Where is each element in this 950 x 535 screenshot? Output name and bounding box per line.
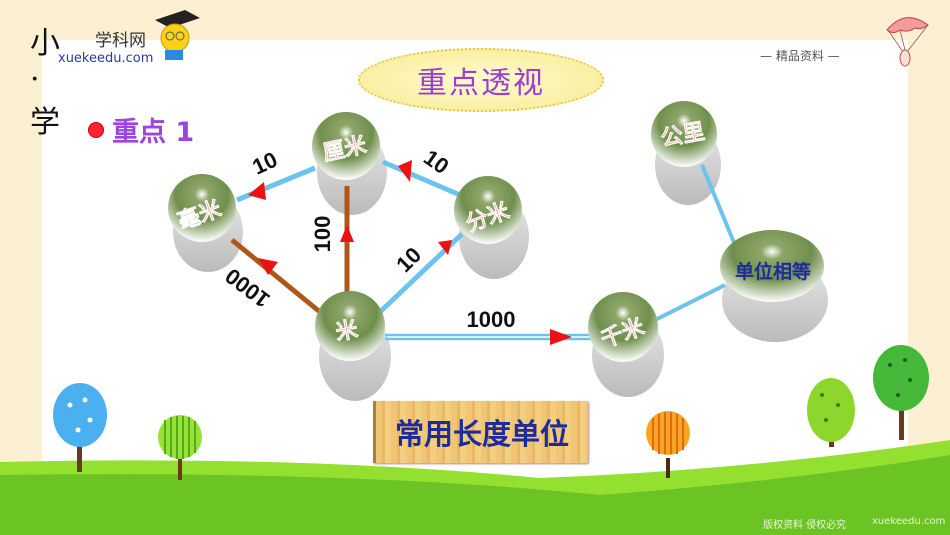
mascot-icon [155,10,200,60]
footer-copyright: 版权资料 侵权必究 [763,520,847,531]
section-heading: 重点 1 [88,110,194,149]
edge-dm-cm [382,159,461,198]
node-ball [315,291,385,361]
node-equal: 单位相等 [735,260,811,283]
title-oval: 重点透视 [358,48,604,112]
board-label: 常用长度单位 [394,417,569,451]
section-label: 重点 1 [112,117,195,148]
node-ball [651,101,717,167]
edge-m-mm [230,238,322,314]
node-ball [454,176,522,244]
logo-sub-text: 学科网 [95,31,146,51]
logo-main-text: 小·学 [30,26,60,140]
node-ball [588,292,658,362]
page-title: 重点透视 [417,66,545,101]
node-ball [312,112,380,180]
edge-label-m-cm: 100 [310,216,335,253]
tree-orange-striped [646,411,690,478]
tree-darkgreen [873,345,929,440]
edge-label-dm-cm: 10 [419,145,453,180]
tagline: — 精品资料 — [760,49,840,63]
arrow-icon [248,182,266,200]
arrow-icon [398,160,412,182]
tree-lightgreen [807,378,855,447]
edge-equal-km [654,283,726,322]
tree-blue [53,383,107,472]
arrow-icon [438,240,452,255]
arrow-icon [550,329,572,345]
arrow-icon [340,225,354,242]
arrow-icon [258,258,278,275]
edge-label-m-km: 1000 [467,307,516,332]
node-ball [168,174,236,242]
title-board: 常用长度单位 [373,401,588,463]
node-ball [720,230,824,302]
edge-cm-mm [236,165,316,203]
edge-gongli-equal [700,164,737,246]
edge-label-cm-mm: 10 [248,147,281,180]
parachute-icon [886,17,929,67]
tree-green-striped [158,415,202,480]
footer-site: xuekeedu.com [872,516,946,527]
bullet-dot-icon [88,121,104,138]
logo-url: xuekeedu.com [58,51,154,66]
